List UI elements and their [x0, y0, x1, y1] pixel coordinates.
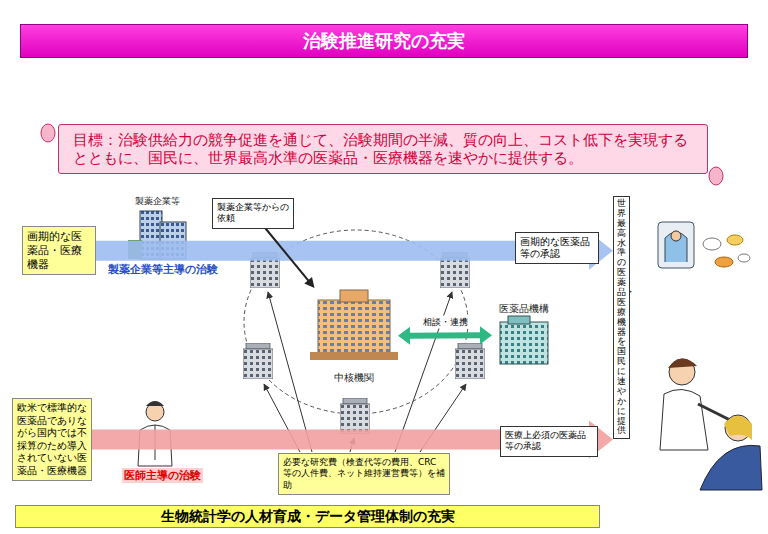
cooperation-arrow [398, 326, 492, 344]
footer-band: 生物統計学の人材育成・データ管理体制の充実 [15, 505, 600, 528]
core-institution: 中核機関 [310, 288, 398, 384]
node-text: 製薬企業等からの依頼 [217, 202, 289, 225]
node-text: 中核機関 [332, 372, 376, 385]
node-text: 画期的な医薬品・医療機器 [27, 230, 91, 271]
product-box: 画期的な医薬品・医療機器 [22, 226, 96, 275]
request-arrow [266, 229, 315, 289]
connector-shaft [266, 229, 309, 282]
medicine-icons [658, 222, 750, 268]
scroll-ends [41, 124, 723, 185]
subsidy-box: 必要な研究費（検査代等の費用、CRC等の人件費、ネット維持運営費等）を補助 [278, 453, 450, 495]
pmda-building [500, 316, 548, 364]
node-text: 医薬品機構 [497, 303, 551, 315]
node-text: 製薬企業等 [133, 196, 182, 207]
node-text: 目標：治験供給力の競争促進を通じて、治験期間の半減、質の向上、コスト低下を実現す… [73, 131, 693, 167]
node-text: 必要な研究費（検査代等の費用、CRC等の人件費、ネット維持運営費等）を補助 [283, 457, 445, 491]
unapproved-drug-box: 欧米で標準的な医薬品でありながら国内では不採算のため導入されていない医薬品・医療… [12, 398, 92, 481]
request-box: 製薬企業等からの依頼 [212, 198, 294, 229]
pharma-company: 製薬企業等 [120, 196, 194, 262]
doctor-patient-figure [660, 358, 762, 490]
arrow-head [480, 326, 492, 344]
node-text: 生物統計学の人材育成・データ管理体制の充実 [161, 508, 455, 526]
trial-label: 製薬企業等主導の治験 [108, 262, 218, 277]
vertical-box: 世界最高水準の医薬品・医療機器を国民に速やかに提供 [613, 196, 630, 439]
hospital-buildings [243, 252, 485, 434]
node-text: 画期的な医薬品等の承認 [520, 236, 594, 260]
edge-label: 相談・連携 [421, 316, 470, 329]
core-building [310, 290, 398, 360]
trial-label: 医師主導の治験 [122, 468, 203, 483]
approval-box: 画期的な医薬品等の承認 [515, 232, 599, 264]
title-band: 治験推進研究の充実 [20, 24, 748, 58]
arrow-head [398, 327, 410, 345]
node-text: 世界最高水準の医薬品・医療機器を国民に速やかに提供 [617, 199, 626, 436]
node-text: 治験推進研究の充実 [303, 30, 465, 53]
node-text: 医療上必須の医薬品等の承認 [505, 430, 593, 453]
node-text: 欧米で標準的な医薬品でありながら国内では不採算のため導入されていない医薬品・医療… [17, 402, 87, 477]
connector-shaft [409, 332, 481, 338]
approval-box: 医療上必須の医薬品等の承認 [500, 426, 598, 457]
pmda-building: 医薬品機構 [492, 303, 556, 367]
goal-scroll: 目標：治験供給力の競争促進を通じて、治験期間の半減、質の向上、コスト低下を実現す… [58, 124, 708, 174]
arrow-head [304, 277, 314, 288]
